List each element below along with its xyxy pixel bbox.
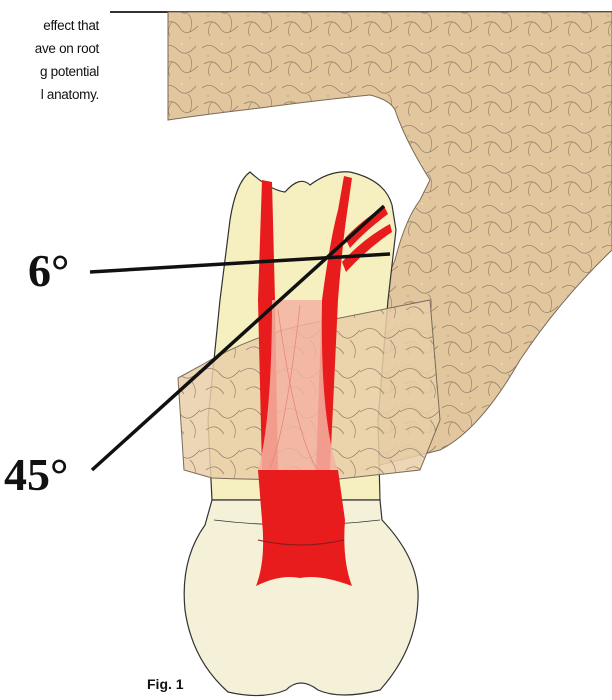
figure-label: Fig. 1 (147, 676, 184, 692)
angle-label-6: 6° (28, 248, 69, 294)
pulp-chamber (256, 470, 352, 586)
angle-label-45: 45° (4, 452, 68, 498)
